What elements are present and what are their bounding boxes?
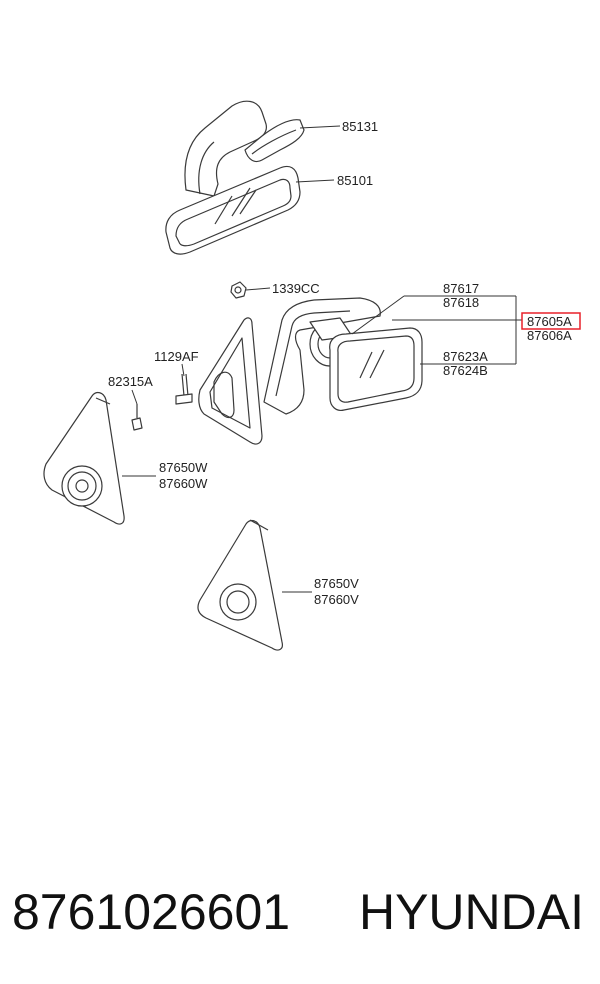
nut-part xyxy=(230,281,247,299)
label-87605a[interactable]: 87605A xyxy=(527,314,572,329)
label-82315a: 82315A xyxy=(108,374,153,389)
label-87660v: 87660V xyxy=(314,592,359,607)
highlight-box xyxy=(521,312,581,330)
delta-cover-speaker-part xyxy=(43,391,125,525)
outside-mirror-part xyxy=(198,297,423,445)
clip-part xyxy=(131,404,143,431)
delta-cover-part xyxy=(197,519,283,651)
label-85101: 85101 xyxy=(337,173,373,188)
footer: 8761026601 HYUNDAI xyxy=(0,872,600,952)
label-87623a: 87623A xyxy=(443,349,488,364)
label-85131: 85131 xyxy=(342,119,378,134)
parts-diagram: 85131 85101 1339CC 87617 87618 87605A 87… xyxy=(43,100,581,651)
label-87660w: 87660W xyxy=(159,476,208,491)
label-87650w: 87650W xyxy=(159,460,208,475)
rear-view-mirror-part xyxy=(165,165,301,255)
label-87618: 87618 xyxy=(443,295,479,310)
label-1129af: 1129AF xyxy=(154,349,199,364)
part-number: 8761026601 xyxy=(12,884,291,940)
label-87624b: 87624B xyxy=(443,363,488,378)
label-87650v: 87650V xyxy=(314,576,359,591)
label-87617: 87617 xyxy=(443,281,479,296)
label-87606a: 87606A xyxy=(527,328,572,343)
leader-lines xyxy=(122,125,522,593)
mirror-cover-part xyxy=(184,100,305,197)
brand-name: HYUNDAI xyxy=(358,884,584,940)
screw-part xyxy=(175,373,193,405)
label-1339cc: 1339CC xyxy=(272,281,320,296)
